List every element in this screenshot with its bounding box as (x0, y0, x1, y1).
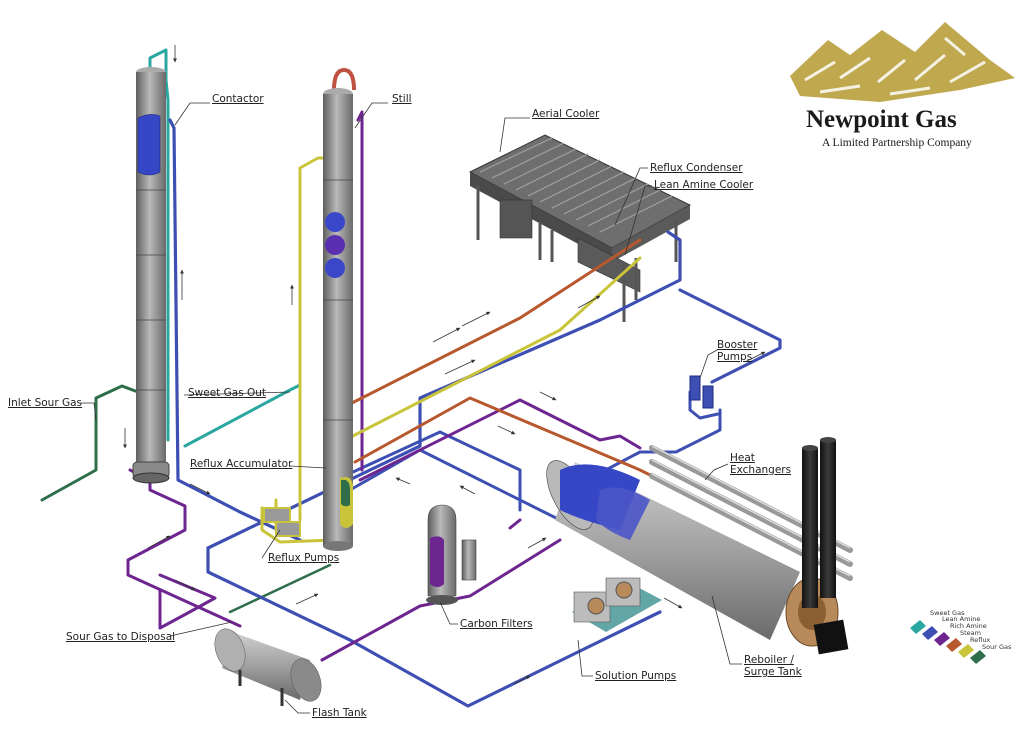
legend-lean-amine-swatch (922, 626, 938, 640)
legend-reflux-swatch (958, 644, 974, 658)
contactor-vessel (132, 67, 170, 484)
label-heat-exchangers-line-1: Heat (730, 452, 755, 464)
label-lean-amine-cooler: Lean Amine Cooler (654, 179, 754, 191)
solution-pumps (572, 577, 662, 632)
label-still: Still (392, 93, 412, 105)
label-reflux-condenser: Reflux Condenser (650, 162, 743, 174)
legend-label-lean-amine: Lean Amine (942, 615, 981, 623)
label-contactor: Contactor (212, 93, 264, 105)
label-reflux-accumulator: Reflux Accumulator (190, 458, 293, 470)
leader-lines (80, 102, 742, 714)
reflux-pumps (263, 507, 301, 537)
legend-label-reflux: Reflux (970, 636, 991, 644)
still-vessel (323, 67, 356, 551)
legend-steam-swatch (946, 638, 962, 652)
label-sweet-gas-out: Sweet Gas Out (188, 387, 267, 399)
legend-swatches (910, 620, 986, 664)
label-sour-gas-to-disposal: Sour Gas to Disposal (66, 631, 176, 643)
legend-label-rich-amine: Rich Amine (950, 622, 987, 630)
pipe-network (40, 48, 782, 708)
company-name: Newpoint Gas (806, 106, 957, 133)
carbon-filters (426, 504, 477, 605)
company-tagline: A Limited Partnership Company (822, 137, 972, 149)
label-solution-pumps: Solution Pumps (595, 670, 677, 682)
label-heat-exchangers-line-2: Exchangers (730, 464, 792, 476)
label-flash-tank: Flash Tank (312, 707, 367, 719)
label-inlet-sour-gas: Inlet Sour Gas (8, 397, 83, 409)
flow-arrows (123, 45, 766, 685)
legend-sweet-gas-swatch (910, 620, 926, 634)
legend-sour-gas-swatch (970, 650, 986, 664)
booster-pumps (689, 375, 714, 409)
flash-tank (214, 628, 322, 706)
label-carbon-filters: Carbon Filters (460, 618, 533, 630)
legend-rich-amine-swatch (934, 632, 950, 646)
mountain-logo (790, 22, 1015, 102)
reboiler-surge-tank (546, 437, 849, 655)
legend-label-sour-gas: Sour Gas (982, 643, 1012, 651)
legend-label-sweet-gas: Sweet Gas (930, 609, 965, 617)
legend-label-steam: Steam (960, 629, 981, 637)
label-aerial-cooler: Aerial Cooler (532, 108, 600, 120)
label-booster-pumps-line-2: Pumps (717, 351, 753, 363)
label-reboiler-line-2: Surge Tank (744, 666, 802, 678)
label-reflux-pumps: Reflux Pumps (268, 552, 340, 564)
label-booster-pumps-line-1: Booster (717, 339, 758, 351)
label-reboiler-line-1: Reboiler / (744, 654, 794, 666)
